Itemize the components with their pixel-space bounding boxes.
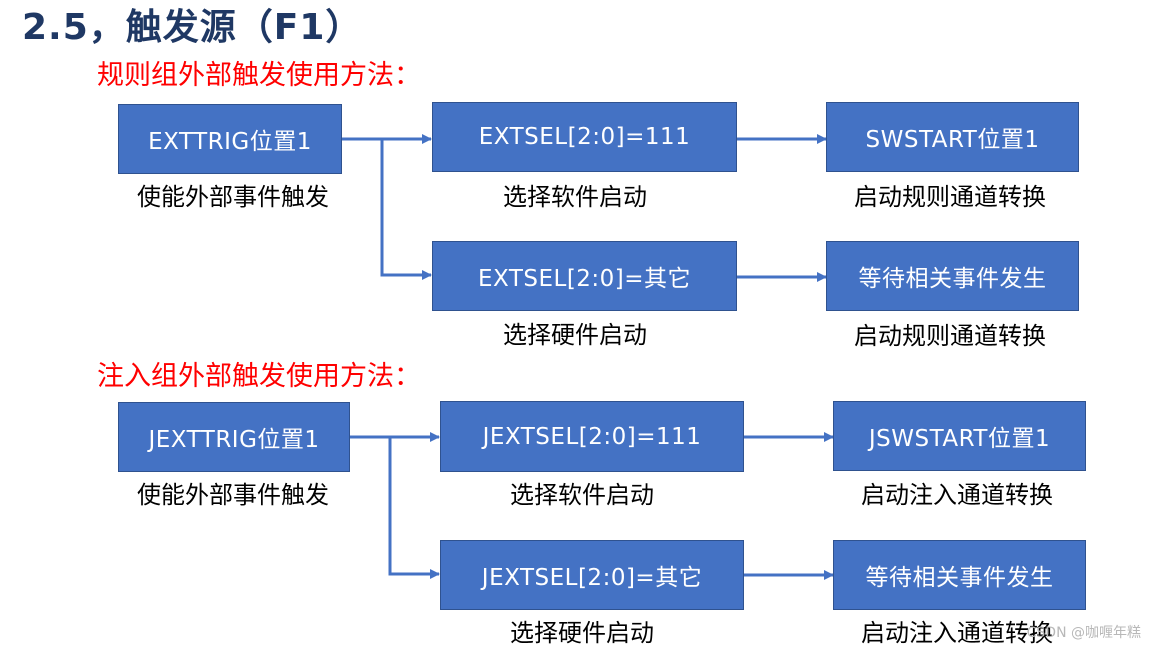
injected-sw-start-box: JSWSTART位置1 (833, 401, 1086, 471)
regular-trigger-box: EXTTRIG位置1 (118, 104, 342, 174)
injected-trigger-caption: 使能外部事件触发 (137, 481, 329, 509)
injected-hw-select-box: JEXTSEL[2:0]=其它 (440, 540, 744, 610)
regular-hw-wait-box: 等待相关事件发生 (826, 241, 1079, 311)
injected-hw-wait-caption: 启动注入通道转换 (861, 619, 1053, 647)
regular-sw-start-box: SWSTART位置1 (826, 102, 1079, 172)
page-title: 2.5，触发源（F1） (22, 7, 363, 48)
regular-group-heading: 规则组外部触发使用方法： (97, 60, 421, 91)
regular-trigger-caption: 使能外部事件触发 (137, 183, 329, 211)
regular-hw-select-box: EXTSEL[2:0]=其它 (432, 241, 737, 311)
injected-hw-select-caption: 选择硬件启动 (510, 619, 654, 647)
injected-hw-wait-box: 等待相关事件发生 (833, 540, 1086, 610)
watermark: CSDN @咖喱年糕 (1026, 625, 1141, 641)
injected-trigger-box: JEXTTRIG位置1 (118, 402, 350, 472)
regular-sw-select-box: EXTSEL[2:0]=111 (432, 102, 737, 172)
regular-trigger-to-hw-select-arrow (380, 139, 432, 280)
injected-group-heading: 注入组外部触发使用方法： (97, 361, 421, 392)
injected-trigger-to-hw-select-arrow (388, 437, 440, 579)
regular-hw-select-caption: 选择硬件启动 (503, 321, 647, 349)
injected-sw-select-caption: 选择软件启动 (510, 481, 654, 509)
regular-sw-start-caption: 启动规则通道转换 (854, 183, 1046, 211)
injected-sw-select-box: JEXTSEL[2:0]=111 (440, 401, 744, 472)
regular-sw-select-caption: 选择软件启动 (503, 183, 647, 211)
regular-hw-wait-caption: 启动规则通道转换 (854, 322, 1046, 350)
injected-sw-start-caption: 启动注入通道转换 (861, 481, 1053, 509)
